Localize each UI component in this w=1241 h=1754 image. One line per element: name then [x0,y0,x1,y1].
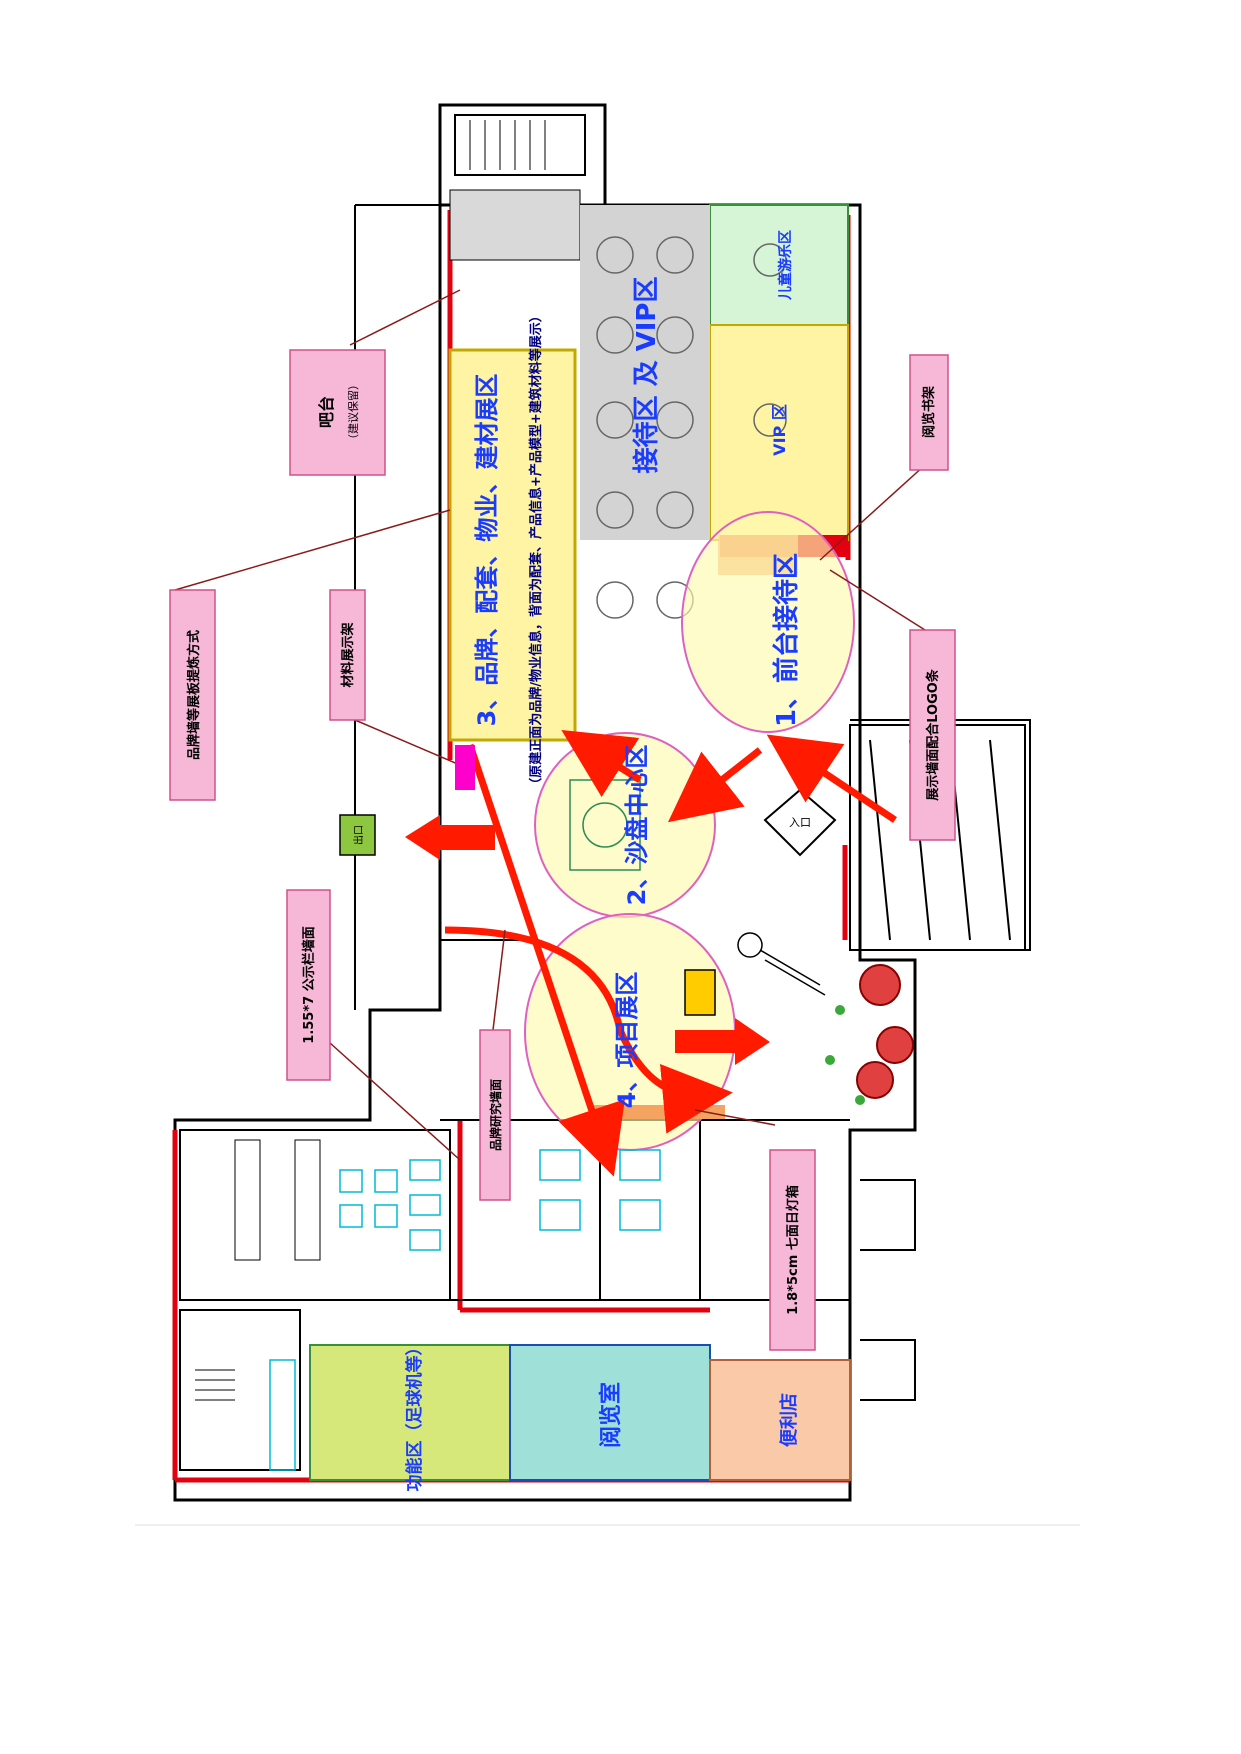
vip-label: VIP 区 [770,404,789,456]
flow-arrows [444,729,897,1177]
callout-material-rack-text: 材料展示架 [340,622,356,687]
kids-zone [709,204,849,326]
exit-block-arrow [405,815,495,860]
restroom-block [179,1129,451,1301]
arrow-brand-to-project [466,743,625,1177]
reception-furniture [596,236,787,619]
callout-entrance-wall-text: 展示墙面配合LOGO条 [925,668,941,801]
outer-wall-left [173,205,600,1502]
arrow-sand-to-brand [561,729,642,798]
stair-block-top-wall [438,103,607,205]
bottom-stair-block [179,1309,301,1471]
callout-bar-title: 吧台 [317,396,336,428]
callout-material-rack: 材料展示架 [329,589,366,721]
shop-label: 便利店 [778,1393,800,1447]
brand-exhibit-note: （原建正面为品牌/物业信息，背面为配套、产品信息+产品模型+建筑材料等展示） [528,309,544,791]
garden-planters [825,964,914,1105]
entry-label: 入口 [789,816,811,829]
front-desk-circle [681,511,855,733]
inner-block-arrow [675,1018,770,1065]
callout-bar: 吧台 （建议保留） [289,349,386,476]
callout-wall-display: 1.55*7 公示栏墙面 [286,889,331,1081]
callout-bookshelf-text: 阅览书架 [921,386,937,438]
inner-sign [684,969,716,1016]
callout-wall-display-text: 1.55*7 公示栏墙面 [301,926,317,1043]
brand-exhibit-zone [448,348,577,742]
arrow-front-to-sand [667,747,763,823]
arrow-corridor-to-project [444,926,733,1134]
callout-plan-display: 品牌研究墙面 [479,1029,511,1201]
callout-entrance-wall: 展示墙面配合LOGO条 [909,629,956,841]
brand-exhibit-label: 3、品牌、配套、物业、建材展区 [473,374,501,727]
callout-lightbox: 1.8*5cm 七面日灯箱 [769,1149,816,1351]
front-desk-label: 1、前台接待区 [771,553,802,727]
callout-bar-note: （建议保留） [346,379,360,445]
material-rack-marker [455,745,475,790]
reading-label: 阅览室 [598,1382,624,1448]
callout-brand-wall-text: 品牌墙等展板提炼方式 [186,630,202,760]
function-zone [309,1344,511,1481]
reading-zone [509,1344,711,1481]
exit-sign: 出口 [339,814,376,856]
project-exhibit-label: 4、项目展区 [613,972,641,1109]
shop-zone [709,1359,851,1481]
callout-boxes: 吧台 （建议保留） 品牌墙等展板提炼方式 材料展示架 1.55*7 公示栏墙面 … [169,349,956,1351]
arrow-entrance-to-front [766,734,897,823]
function-label: 功能区（足球机等） [404,1339,425,1492]
callout-bookshelf: 阅览书架 [909,354,949,471]
callout-leaders [174,289,926,1161]
top-stair-block [449,114,586,261]
block-arrows [405,815,770,1065]
kids-label: 儿童游乐区 [777,230,794,301]
exit-sign-text: 出口 [352,825,365,845]
callout-plan-display-text: 品牌研究墙面 [488,1079,503,1151]
reception-zone [580,205,710,540]
callout-brand-wall: 品牌墙等展板提炼方式 [169,589,216,801]
entry-marker: 入口 [763,788,837,857]
spiral-stair [737,932,826,996]
sand-table-label: 2、沙盘中心区 [623,745,651,906]
callout-lightbox-text: 1.8*5cm 七面日灯箱 [785,1185,801,1315]
reception-label: 接待区 及 VIP区 [632,277,662,474]
